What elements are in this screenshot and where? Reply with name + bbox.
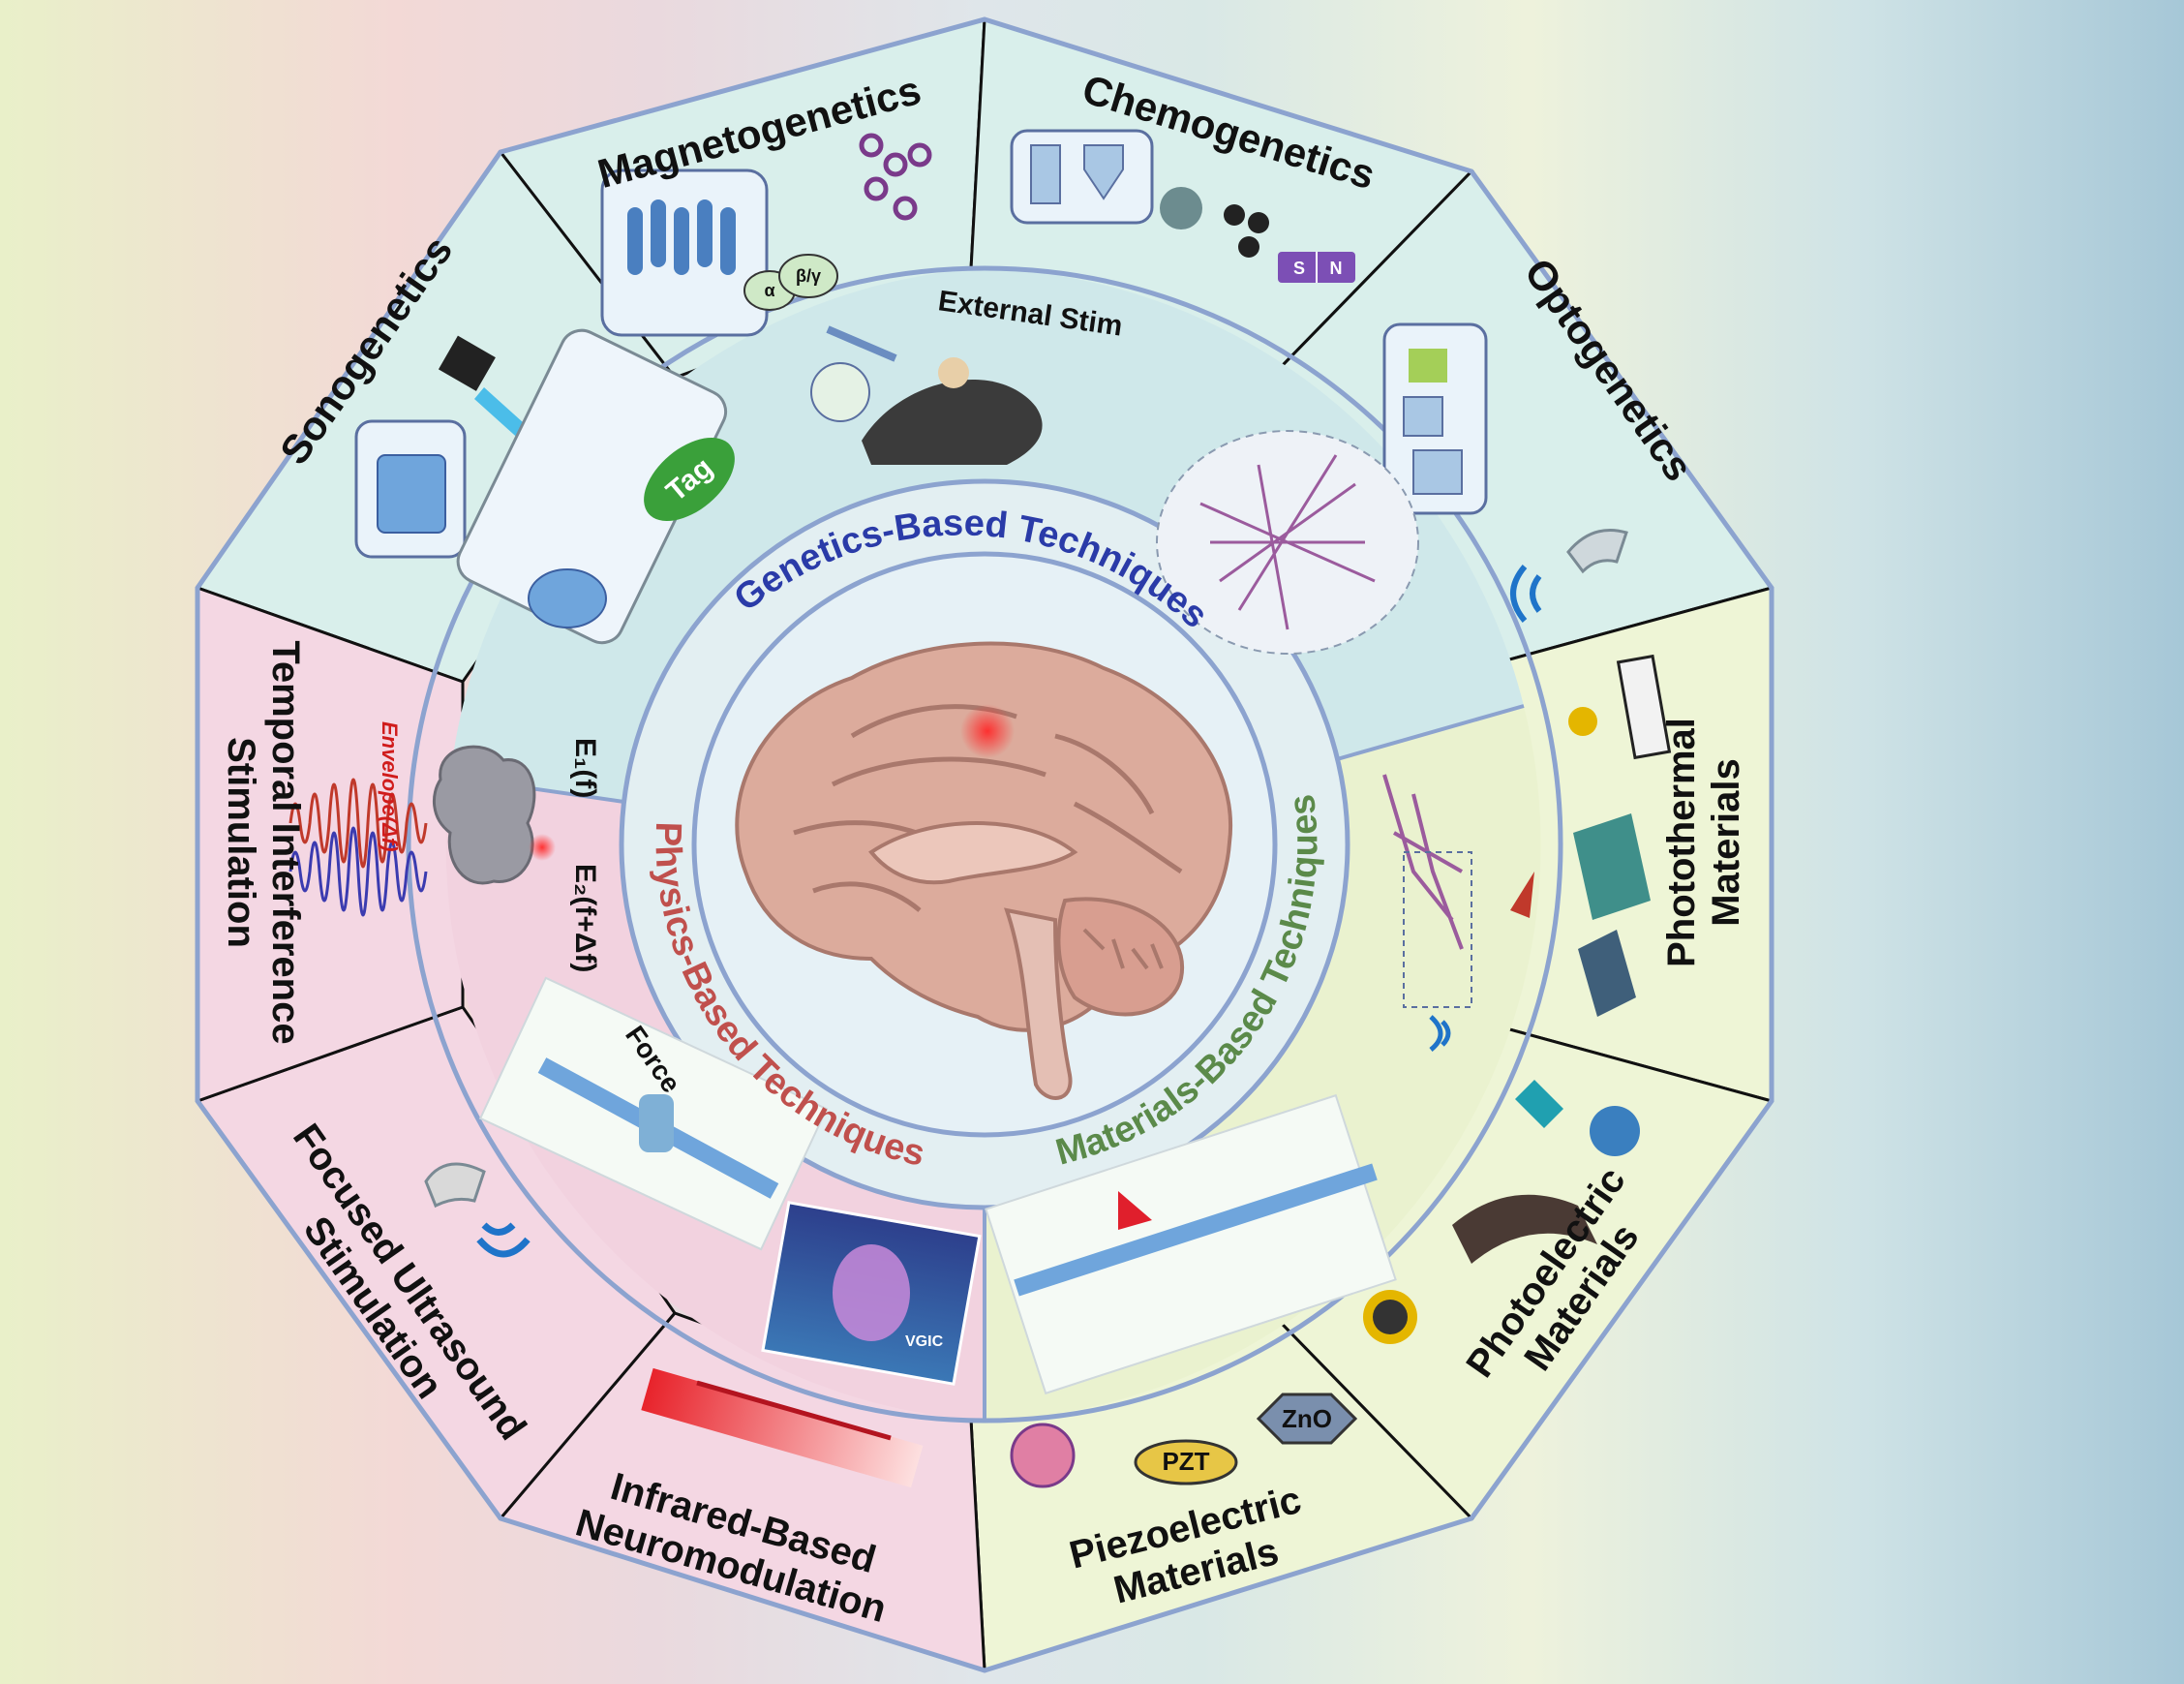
label-materials-techniques: Materials-Based Techniques bbox=[1051, 792, 1325, 1174]
tag-construct-icon bbox=[456, 328, 735, 645]
label-genetics-techniques: Genetics-Based Techniques bbox=[727, 503, 1216, 636]
label-e1: E₁(f) bbox=[569, 738, 601, 798]
interference-wave bbox=[288, 778, 428, 917]
label-focused-ultrasound: Focused Ultrasound Stimulation bbox=[285, 1117, 534, 1448]
optogenetics-transducer-icon bbox=[1510, 529, 1628, 623]
neuron-network-icon bbox=[1156, 430, 1419, 655]
gpcr-icon bbox=[600, 168, 838, 337]
dreadd-icon bbox=[1010, 129, 1154, 225]
nanotube-icon bbox=[1616, 654, 1672, 760]
graphene-icon bbox=[1573, 813, 1651, 920]
label-magnet-n: N bbox=[1330, 259, 1343, 278]
vgic-panel bbox=[761, 1201, 982, 1386]
label-zno: ZnO bbox=[1282, 1404, 1332, 1433]
label-chemogenetics: Chemogenetics bbox=[1077, 66, 1380, 198]
nanoparticle-sphere-icon bbox=[1590, 1106, 1640, 1156]
label-sonogenetics: Sonogenetics bbox=[271, 228, 461, 473]
brain-illustration bbox=[735, 641, 1233, 1100]
ultrasound-probe-icon bbox=[438, 335, 532, 443]
ti-brain-icon bbox=[432, 745, 556, 885]
label-magnet-s: S bbox=[1293, 259, 1305, 278]
label-e2: E₂(f+Δf) bbox=[569, 864, 601, 972]
magnet-icon bbox=[1160, 187, 1355, 283]
label-envelope: Envelope(Δf) bbox=[378, 721, 402, 852]
zno-hexagon-icon bbox=[1256, 1393, 1358, 1445]
photoelectric-film-icon bbox=[1452, 1194, 1597, 1264]
label-physics-techniques: Physics-Based Techniques bbox=[647, 821, 928, 1175]
label-photoelectric: Photoelectric Materials bbox=[1458, 1160, 1647, 1386]
membrane-materials-icon bbox=[985, 1093, 1397, 1395]
led-icon bbox=[1515, 1080, 1563, 1128]
piezo-sphere-icon bbox=[1010, 1423, 1076, 1488]
label-photothermal: Photothermal Materials bbox=[1660, 718, 1747, 967]
nanowire-icon bbox=[1578, 930, 1636, 1017]
core-shell-particle-icon bbox=[1363, 1290, 1417, 1344]
pzt-disc-icon bbox=[1134, 1439, 1238, 1485]
ferritin-icon bbox=[859, 133, 932, 221]
opsin-icon bbox=[1382, 322, 1488, 515]
svg-text:Photothermal: Photothermal bbox=[1660, 718, 1703, 967]
label-tag: Tag bbox=[660, 451, 718, 507]
label-external-stim: External Stim bbox=[936, 285, 1124, 342]
svg-text:Temporal Interference: Temporal Interference bbox=[264, 640, 307, 1044]
svg-text:Stimulation: Stimulation bbox=[220, 737, 262, 948]
mechanosensitive-channel-icon bbox=[354, 419, 467, 559]
ir-gradient-arrow bbox=[641, 1367, 924, 1488]
label-force: Force bbox=[620, 1021, 686, 1098]
label-infrared: Infrared-Based Neuromodulation bbox=[571, 1465, 891, 1631]
membrane-force-icon bbox=[478, 976, 829, 1251]
mouse-icon bbox=[810, 325, 1043, 465]
label-beta-gamma: β/γ bbox=[796, 266, 821, 286]
label-pzt: PZT bbox=[1162, 1447, 1209, 1476]
label-magnetogenetics: Magnetogenetics bbox=[592, 67, 925, 197]
label-optogenetics: Optogenetics bbox=[1516, 250, 1702, 489]
gold-nanoparticle-icon bbox=[1568, 707, 1597, 736]
svg-text:Focused Ultrasound: Focused Ultrasound bbox=[285, 1117, 534, 1448]
label-alpha: α bbox=[764, 281, 774, 300]
label-piezoelectric: Piezoelectric Materials bbox=[1065, 1479, 1305, 1612]
svg-text:Materials: Materials bbox=[1705, 758, 1747, 926]
label-vgic: VGIC bbox=[905, 1333, 944, 1350]
fus-transducer-icon bbox=[424, 1162, 531, 1258]
material-neuron-icon bbox=[1382, 774, 1534, 1052]
label-temporal-interference: Temporal Interference Stimulation bbox=[220, 640, 307, 1044]
